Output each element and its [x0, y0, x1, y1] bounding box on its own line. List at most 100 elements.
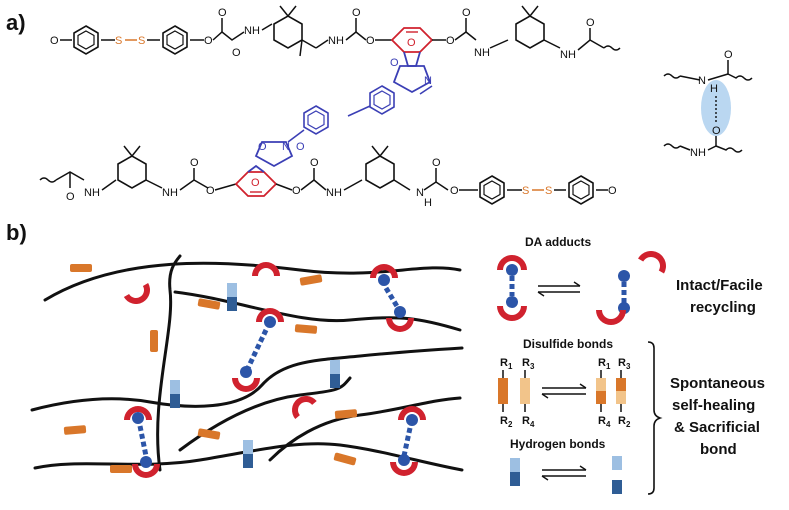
cyclohexane-ring	[515, 15, 545, 49]
da-red-cap	[292, 396, 317, 419]
da-red-cap	[497, 306, 527, 321]
disulfide-segment	[294, 324, 318, 334]
chem-nh: NH	[326, 187, 342, 199]
phenyl-ring-blue	[303, 105, 329, 135]
da-blue-end	[132, 412, 144, 424]
chem-nh: NH	[84, 187, 100, 199]
chem-o: O	[206, 185, 215, 197]
disulfide-segment	[150, 330, 158, 352]
network-chain	[178, 376, 352, 452]
hbond-light	[243, 440, 253, 454]
chem-n: N	[698, 75, 706, 87]
panel-b-label: b)	[6, 220, 27, 245]
chem-o: O	[204, 35, 213, 47]
da-red-cap	[252, 262, 280, 276]
r4-label: R4	[598, 415, 611, 429]
da-link	[383, 286, 401, 310]
r1-label: R1	[598, 357, 611, 371]
chem-h: H	[424, 197, 432, 209]
network-chain	[43, 261, 462, 302]
disulfide-bar-light	[520, 378, 530, 404]
r4-label: R4	[522, 415, 535, 429]
carbonyl-oxygen: O	[258, 141, 267, 153]
chem-o: O	[462, 7, 471, 19]
disulfide-segment	[70, 264, 92, 272]
da-blue-end	[506, 264, 518, 276]
hbond-light	[612, 456, 622, 470]
r3-label: R3	[522, 357, 535, 371]
network-chain	[30, 346, 464, 412]
da-red-cap	[390, 462, 418, 476]
network-chain	[156, 254, 182, 472]
da-blue-end	[378, 274, 390, 286]
benzene-ring	[162, 25, 188, 55]
hbond-pairs	[170, 283, 340, 468]
da-blue-end	[264, 316, 276, 328]
chem-nh: NH	[244, 25, 260, 37]
disulfide-bar	[616, 378, 626, 391]
da-blue-end	[398, 454, 410, 466]
hbond-dark	[170, 394, 180, 408]
chem-o: O	[366, 35, 375, 47]
imide-nitrogen: N	[424, 75, 432, 87]
chem-o: O	[450, 185, 459, 197]
chem-o: O	[724, 49, 733, 61]
selfheal-label-3: & Sacrificial	[674, 419, 760, 436]
da-adduct-bottom: O	[234, 164, 278, 197]
disulfide-segments	[63, 264, 358, 473]
cyclohexane-ring	[365, 155, 395, 189]
chem-o: O	[232, 47, 241, 59]
carbonyl-oxygen: O	[296, 141, 305, 153]
panel-a-label: a)	[6, 10, 26, 35]
chem-o: O	[586, 17, 595, 29]
r1-label: R1	[500, 357, 513, 371]
da-blue-end	[618, 270, 630, 282]
da-red-cap	[638, 251, 666, 274]
chem-nh: NH	[474, 47, 490, 59]
da-red-cap	[232, 378, 260, 392]
da-link	[245, 328, 269, 370]
bottom-polymer-chain: O NH NH O O O O O NH H N O O	[39, 145, 617, 209]
hydrogen-title: Hydrogen bonds	[510, 437, 606, 451]
benzene-ring	[568, 175, 594, 205]
chem-o: O	[432, 157, 441, 169]
r2-label: R2	[618, 415, 631, 429]
bismaleimide-linker: O N N O O	[254, 57, 433, 168]
chem-n: N	[416, 187, 424, 199]
benzene-ring	[73, 25, 99, 55]
da-red-cap	[132, 464, 160, 478]
benzene-ring	[479, 175, 505, 205]
chem-o: O	[50, 35, 59, 47]
da-blue-end	[506, 296, 518, 308]
da-blue-end	[406, 414, 418, 426]
chem-o: O	[190, 157, 199, 169]
bridge-oxygen: O	[251, 177, 260, 189]
sulfur-atom: S	[115, 35, 122, 47]
cyclohexane-ring	[273, 15, 303, 49]
polymer-network	[30, 254, 464, 472]
sulfur-atom: S	[522, 185, 529, 197]
da-red-cap	[596, 310, 626, 325]
sulfur-atom: S	[138, 35, 145, 47]
disulfide-segment	[299, 274, 323, 286]
chem-nh: NH	[328, 35, 344, 47]
r2-label: R2	[500, 415, 513, 429]
chem-o: O	[218, 7, 227, 19]
selfheal-label-4: bond	[700, 441, 737, 458]
disulfide-bar-light	[596, 378, 606, 391]
da-red-cap	[398, 406, 426, 420]
hydrogen-bond-inset: N H O O NH	[663, 49, 753, 159]
da-blue-end	[240, 366, 252, 378]
chem-nh: NH	[560, 49, 576, 61]
imide-nitrogen: N	[282, 141, 290, 153]
da-adducts-title: DA adducts	[525, 235, 592, 249]
da-link	[401, 427, 413, 457]
chem-o: O	[608, 185, 617, 197]
disulfide-segment	[333, 452, 357, 466]
phenyl-ring-blue	[369, 85, 395, 115]
disulfide-title: Disulfide bonds	[523, 337, 613, 351]
disulfide-segment	[197, 428, 221, 440]
network-chain	[268, 396, 462, 462]
hbond-dark	[510, 472, 520, 486]
